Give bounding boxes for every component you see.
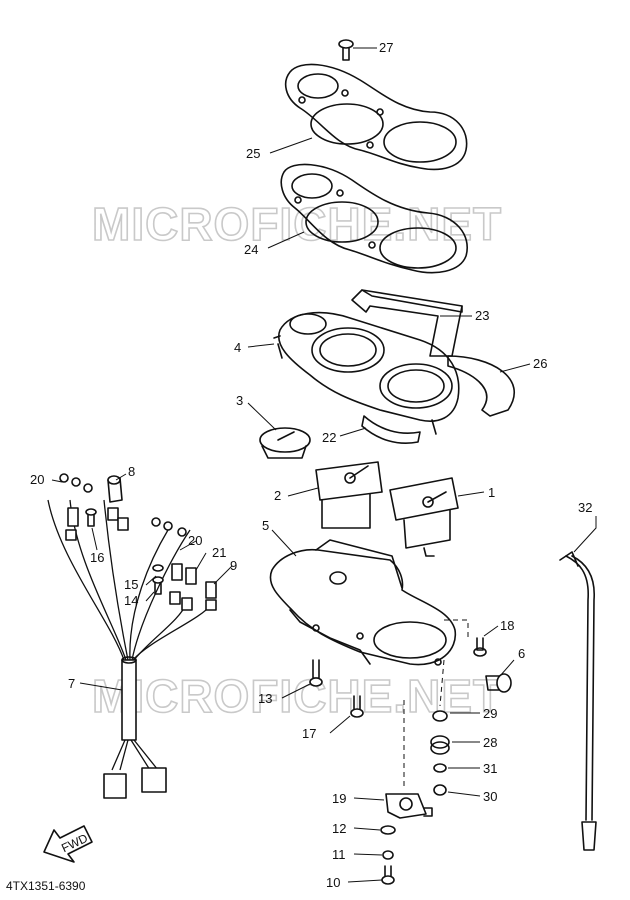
seal-23-drawing [351, 289, 463, 357]
panel-24-drawing [280, 163, 468, 274]
band-26-drawing [447, 355, 515, 417]
label-14: 14 [124, 593, 138, 608]
label-12: 12 [332, 821, 346, 836]
washer-stack-drawing [430, 710, 450, 796]
label-15: 15 [124, 577, 138, 592]
housing-4-drawing [273, 311, 460, 435]
label-10: 10 [326, 875, 340, 890]
label-16: 16 [90, 550, 104, 565]
label-26: 26 [533, 356, 547, 371]
label-31: 31 [483, 761, 497, 776]
gauge-1-drawing [389, 477, 459, 557]
sockets-drawing [59, 473, 217, 611]
label-22: 22 [322, 430, 336, 445]
label-11: 11 [332, 847, 346, 862]
centerline-18 [439, 619, 469, 707]
label-6: 6 [518, 646, 525, 661]
harness-7-drawing [47, 499, 213, 799]
label-8: 8 [128, 464, 135, 479]
label-3: 3 [236, 393, 243, 408]
label-21: 21 [212, 545, 226, 560]
fwd-arrow: FWD [43, 825, 93, 863]
label-1: 1 [488, 485, 495, 500]
screw-27-drawing [338, 39, 354, 61]
label-29: 29 [483, 706, 497, 721]
knob-6-drawing [485, 673, 512, 693]
gauge-2-drawing [315, 461, 383, 529]
case-5-drawing [269, 539, 457, 666]
watermark-top: MICROFICHE.NET [92, 198, 502, 250]
label-4: 4 [234, 340, 241, 355]
label-5: 5 [262, 518, 269, 533]
label-17: 17 [302, 726, 316, 741]
panel-25-drawing [284, 63, 468, 171]
screw-17-drawing [350, 695, 364, 718]
label-9: 9 [230, 558, 237, 573]
screw-18-drawing [473, 637, 487, 657]
label-27: 27 [379, 40, 393, 55]
label-7: 7 [68, 676, 75, 691]
label-25: 25 [246, 146, 260, 161]
bulb-8-drawing [107, 475, 123, 503]
label-30: 30 [483, 789, 497, 804]
label-20a: 20 [30, 472, 44, 487]
fasteners-10-12-drawing [380, 825, 396, 885]
sensor-19-drawing [385, 793, 433, 819]
diagram-code: 4TX1351-6390 [6, 879, 86, 893]
label-2: 2 [274, 488, 281, 503]
screws-14-16-drawing [85, 508, 164, 595]
label-18: 18 [500, 618, 514, 633]
screw-13-drawing [309, 659, 323, 687]
leader-lines [51, 47, 597, 883]
label-20b: 20 [188, 533, 202, 548]
band-22-drawing [361, 415, 421, 444]
label-28: 28 [483, 735, 497, 750]
label-19: 19 [332, 791, 346, 806]
label-24: 24 [244, 242, 258, 257]
cable-32-drawing [559, 551, 597, 851]
gauge-3-drawing [259, 427, 311, 459]
label-13: 13 [258, 691, 272, 706]
label-32: 32 [578, 500, 592, 515]
label-23: 23 [475, 308, 489, 323]
